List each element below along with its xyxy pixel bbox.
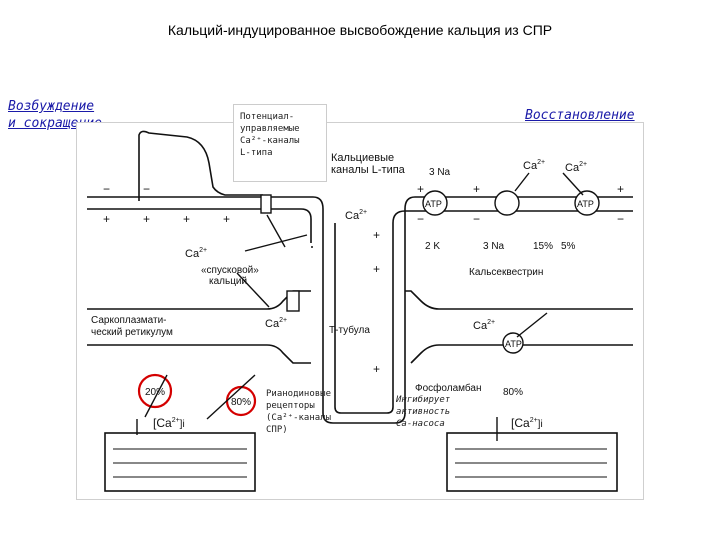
sarcolemma-outer	[87, 196, 633, 424]
ryanodine-callout-line-3: (Ca²⁺-каналы	[266, 413, 332, 423]
charge-minus-1: −	[103, 182, 110, 196]
voltage-callout-line-3: Ca²⁺-каналы	[240, 136, 300, 146]
ca-label-sr: Ca2+	[265, 317, 287, 330]
excitation-label-line-1: Возбуждение	[8, 99, 95, 114]
arrow-ca-trigger	[244, 234, 308, 252]
action-potential-curve	[138, 130, 263, 201]
pct-15: 15%	[533, 241, 553, 252]
phospholamban-callout-line-2: активность	[396, 407, 451, 417]
pct-5: 5%	[561, 241, 576, 252]
sarcomere-right	[446, 432, 618, 492]
ca-label-2: Ca2+	[345, 209, 367, 222]
ryanodine-callout-line-4: СПР)	[266, 425, 288, 435]
sr-lower	[87, 344, 633, 364]
t-tubule-label: Т-тубула	[329, 324, 370, 336]
k2-label: 2 K	[425, 241, 440, 252]
arrow-ca-influx	[266, 214, 286, 248]
ryanodine-callout-line-2: рецепторы	[266, 401, 315, 411]
slide-title: Кальций-индуцированное высвобождение кал…	[167, 22, 553, 38]
charge-plus-2: +	[143, 212, 150, 226]
calcium-release-diagram: Ca2+ Кальциевые каналы L-типа Ca2+ Ca2+ …	[87, 130, 633, 492]
ca-i-left: [Ca2+]i	[153, 416, 185, 430]
atp-label-3: ATP	[505, 339, 522, 349]
sarcomere-left	[104, 432, 256, 492]
arrow-20-release	[144, 374, 168, 418]
membrane-charges: − − + + + + + + + − − − + + +	[103, 182, 624, 376]
charge-minus-2: −	[143, 182, 150, 196]
arrow-ca-efflux	[562, 172, 584, 196]
phospholamban-label: Фосфоламбан	[415, 382, 481, 394]
charge-plus-5: +	[417, 182, 424, 196]
voltage-callout-line-4: L-типа	[240, 148, 273, 158]
arrow-80-release	[206, 374, 256, 420]
sr-label-1: Саркоплазмати-	[91, 315, 167, 326]
arrow-ca-exchanger	[514, 172, 530, 192]
l-channels-label-1: Кальциевые	[331, 152, 394, 164]
arrow-ca-uptake	[516, 312, 548, 338]
phospholamban-callout: Ингибирует активность Ca-насоса	[396, 394, 450, 430]
charge-plus-4: +	[223, 212, 230, 226]
trigger-label-1: «спусковой»	[201, 265, 259, 276]
atp-label-2: ATP	[577, 199, 594, 209]
ca-i-right: [Ca2+]i	[511, 416, 543, 430]
voltage-callout-line-2: управляемые	[240, 124, 300, 134]
pct-80-right: 80%	[503, 387, 523, 398]
l-channels-label-2: каналы L-типа	[331, 164, 406, 176]
charge-plus-7: +	[617, 182, 624, 196]
voltage-callout-line-1: Потенциал-	[240, 112, 295, 122]
charge-plus-3: +	[183, 212, 190, 226]
atp-pump-circle-1	[422, 190, 448, 216]
ca-label-3: Ca2+	[185, 247, 207, 260]
ca-label-sr-right: Ca2+	[473, 319, 495, 332]
sarcolemma-inner-left	[87, 208, 313, 248]
sr-label-2: ческий ретикулум	[91, 327, 173, 338]
l-channel-gap	[260, 194, 272, 214]
na3-label: 3 Na	[429, 167, 451, 178]
filaments-right	[455, 448, 607, 478]
calsequestrin-label: Кальсеквестрин	[469, 267, 543, 278]
ryanodine-callout-line-1: Рианодиновые	[266, 389, 332, 399]
voltage-channel-callout: Потенциал- управляемые Ca²⁺-каналы L-тип…	[233, 104, 327, 182]
recovery-label: Восстановление	[525, 108, 635, 123]
na-k-pump-circle	[494, 190, 520, 216]
filaments-left	[113, 448, 247, 478]
ryanodine-gap	[286, 290, 300, 312]
ryanodine-callout: Рианодиновые рецепторы (Ca²⁺-каналы СПР)	[266, 388, 331, 436]
charge-plus-6: +	[473, 182, 480, 196]
charge-plus-1: +	[103, 212, 110, 226]
arrow-trigger-to-sr	[236, 272, 270, 308]
atp-label-1: ATP	[425, 199, 442, 209]
charge-plus-9: +	[373, 262, 380, 276]
highlight-20-percent	[137, 373, 173, 409]
ca-label-right-2: Ca2+	[565, 161, 587, 174]
sr-upper	[87, 290, 633, 310]
charge-plus-8: +	[373, 228, 380, 242]
serca-pump-circle	[502, 332, 524, 354]
phospholamban-callout-line-3: Ca-насоса	[396, 419, 445, 429]
charge-minus-4: −	[473, 212, 480, 226]
trigger-label-2: кальций	[209, 276, 247, 287]
na3b-label: 3 Na	[483, 241, 505, 252]
t-tubule-inner	[334, 210, 633, 414]
atp-pump-circle-2	[574, 190, 600, 216]
charge-plus-10: +	[373, 362, 380, 376]
pct-20: 20%	[145, 387, 165, 398]
diagram-panel: Ca2+ Кальциевые каналы L-типа Ca2+ Ca2+ …	[76, 122, 644, 500]
charge-minus-5: −	[617, 212, 624, 226]
phospholamban-callout-line-1: Ингибирует	[396, 395, 451, 405]
ca-label-right-1: Ca2+	[523, 159, 545, 172]
pct-80: 80%	[231, 397, 251, 408]
charge-minus-3: −	[417, 212, 424, 226]
